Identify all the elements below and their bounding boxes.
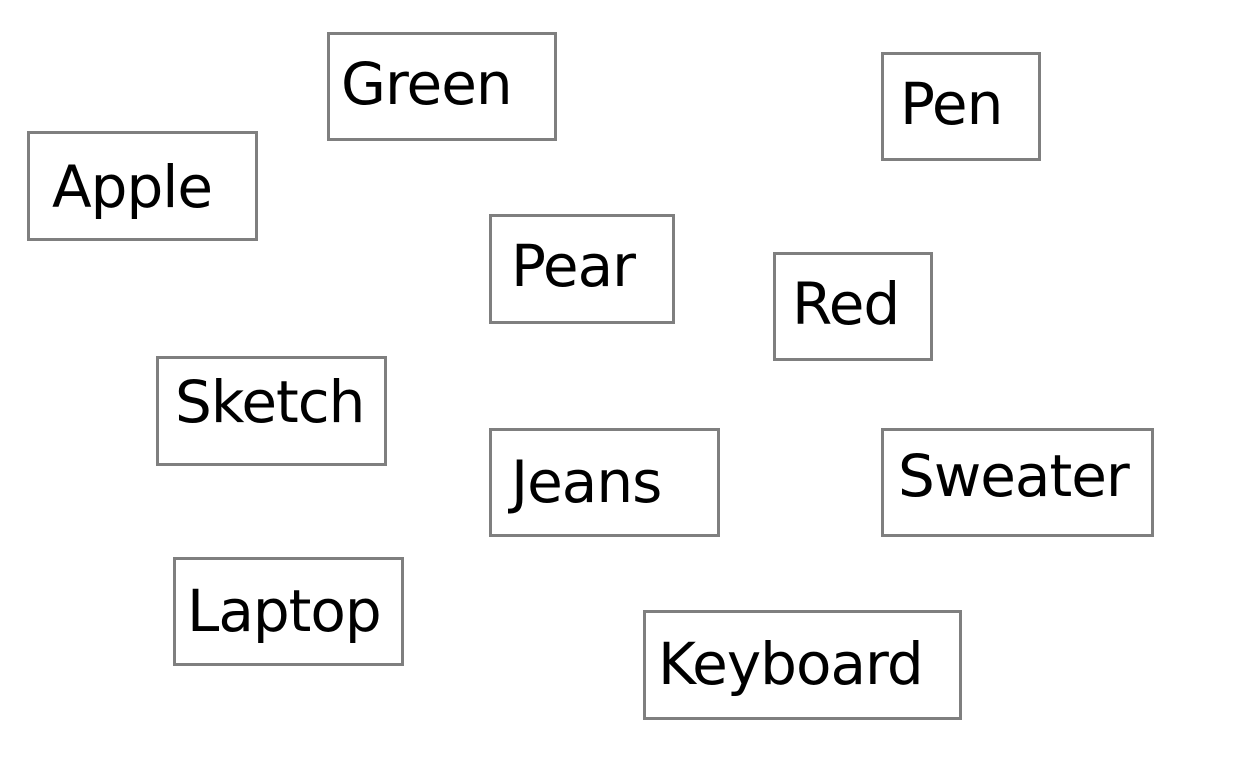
word-card-pear[interactable]: Pear	[489, 214, 675, 324]
word-card-label: Sweater	[898, 442, 1130, 510]
word-card-sketch[interactable]: Sketch	[156, 356, 387, 466]
word-card-red[interactable]: Red	[773, 252, 933, 361]
word-card-label: Jeans	[511, 448, 662, 516]
word-card-label: Sketch	[175, 368, 365, 436]
word-card-label: Keyboard	[658, 630, 924, 698]
word-card-keyboard[interactable]: Keyboard	[643, 610, 962, 720]
word-card-label: Red	[792, 270, 900, 338]
word-card-apple[interactable]: Apple	[27, 131, 258, 241]
word-card-label: Apple	[52, 153, 213, 221]
word-card-label: Pear	[511, 232, 636, 300]
word-card-pen[interactable]: Pen	[881, 52, 1041, 161]
word-card-label: Pen	[900, 70, 1003, 138]
word-card-laptop[interactable]: Laptop	[173, 557, 404, 666]
word-card-label: Laptop	[187, 577, 382, 645]
word-card-jeans[interactable]: Jeans	[489, 428, 720, 537]
word-card-label: Green	[341, 50, 513, 118]
word-card-sweater[interactable]: Sweater	[881, 428, 1154, 537]
word-card-green[interactable]: Green	[327, 32, 557, 141]
